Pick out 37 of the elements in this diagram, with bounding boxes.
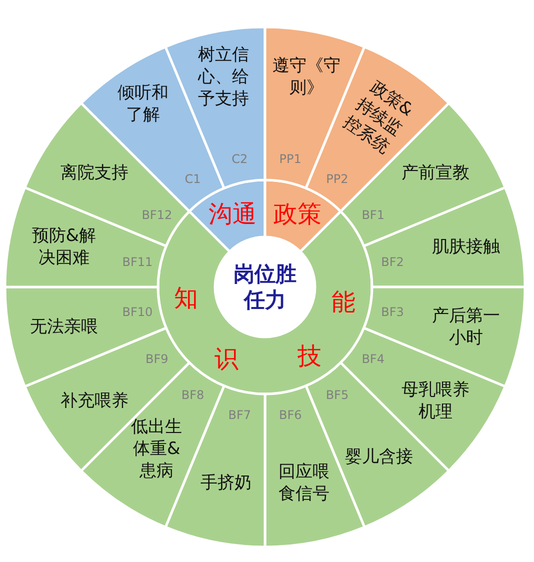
competency-label: 产后第一小时 xyxy=(431,304,502,349)
competency-label: 预防&解决困难 xyxy=(30,225,98,269)
competency-label: 补充喂养 xyxy=(60,390,129,412)
competency-code: BF8 xyxy=(181,388,204,402)
competency-code: BF2 xyxy=(381,254,404,269)
competency-label: 手挤奶 xyxy=(200,472,252,494)
competency-code: C1 xyxy=(184,172,201,186)
competency-label: 产前宣教 xyxy=(401,162,470,184)
competency-label: 母乳喂养机理 xyxy=(400,378,470,423)
category-label: 沟通 xyxy=(208,200,256,228)
competency-code: BF1 xyxy=(362,208,384,222)
competency-code: PP1 xyxy=(279,152,302,166)
competency-code: BF3 xyxy=(381,305,404,320)
competency-code: BF7 xyxy=(228,408,252,422)
competency-code: BF9 xyxy=(146,352,168,366)
category-label: 知 xyxy=(174,284,198,312)
competency-code: BF4 xyxy=(362,352,384,366)
competency-code: C2 xyxy=(232,152,248,166)
competency-label: 婴儿含接 xyxy=(344,446,413,468)
competency-code: BF6 xyxy=(278,408,302,422)
category-label: 政策 xyxy=(274,200,322,228)
competency-code: BF10 xyxy=(122,305,153,320)
competency-label: 树立信心、给予支持 xyxy=(196,44,250,110)
competency-code: PP2 xyxy=(326,172,348,186)
category-label: 能 xyxy=(332,288,356,316)
competency-label: 低出生体重&患病 xyxy=(130,416,184,482)
competency-label: 倾听和了解 xyxy=(116,82,170,126)
competency-code: BF5 xyxy=(326,388,349,402)
competency-code: BF12 xyxy=(142,208,172,222)
competency-label: 回应喂食信号 xyxy=(278,461,331,506)
category-label: 技 xyxy=(298,342,322,370)
competency-label: 肌肤接触 xyxy=(432,236,500,258)
center-title: 岗位胜任力 xyxy=(232,261,298,313)
competency-label: 离院支持 xyxy=(60,162,129,184)
category-label: 识 xyxy=(214,345,238,374)
competency-label: 无法亲喂 xyxy=(30,316,98,338)
competency-code: BF11 xyxy=(122,254,153,269)
